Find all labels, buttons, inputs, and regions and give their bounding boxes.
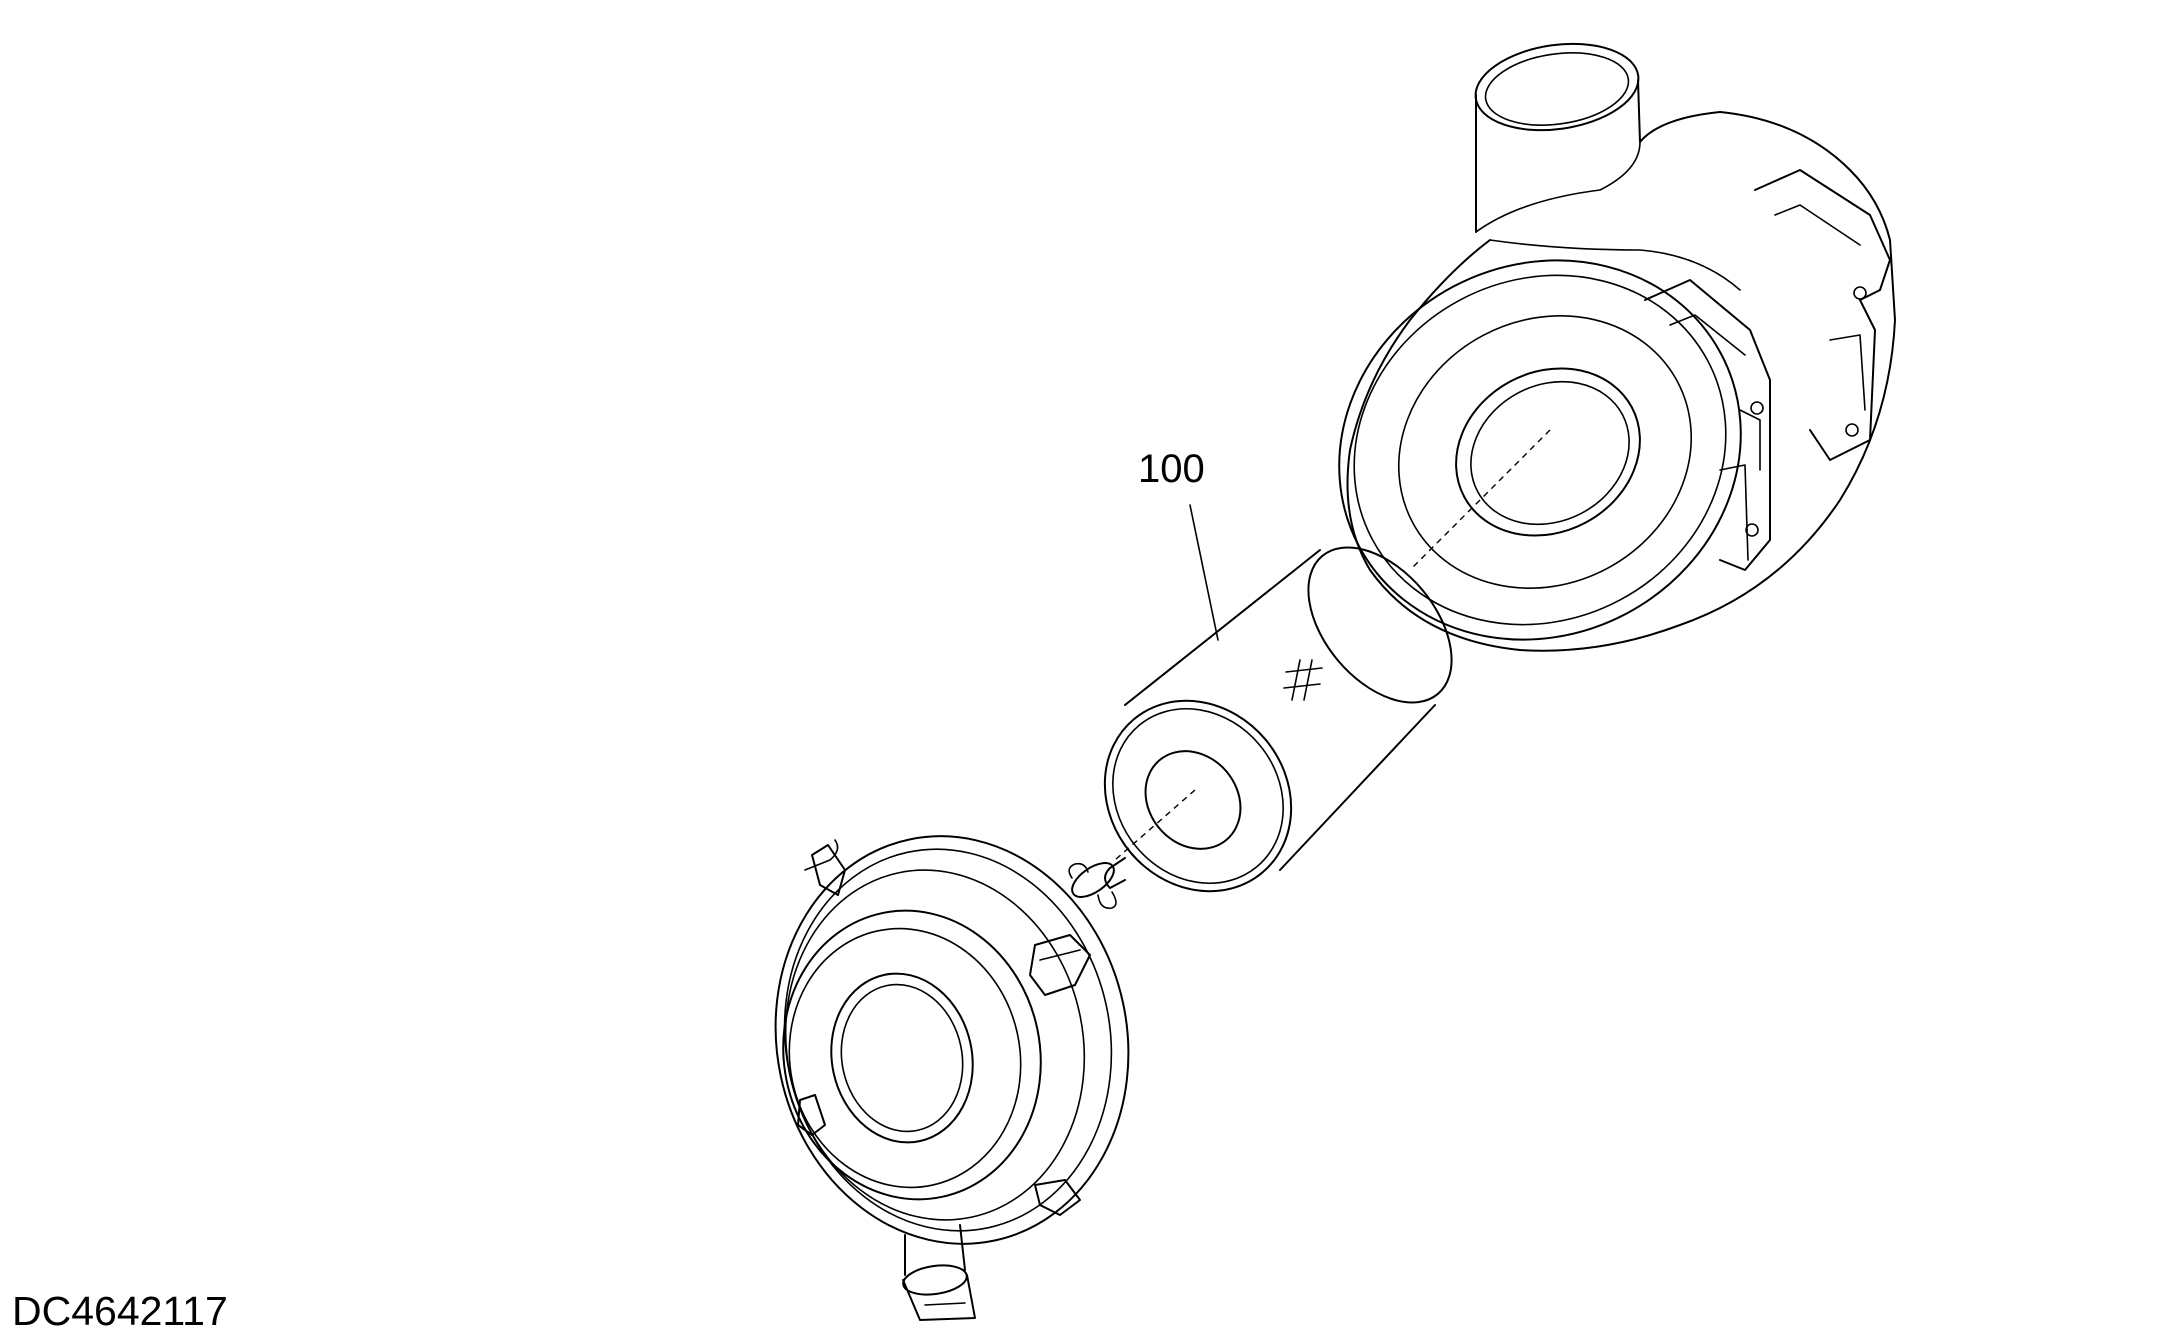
callout-leader-line: [1189, 504, 1219, 641]
filter-mark-icon: [1283, 659, 1323, 701]
filter-element: [1103, 546, 1453, 893]
housing-mounting-brackets: [1644, 169, 1891, 571]
housing-outlet-pipe: [1474, 42, 1721, 233]
drawing-code: DC4642117: [12, 1288, 228, 1334]
cover-drain-valve: [902, 1224, 976, 1321]
air-cleaner-cover: [774, 835, 1130, 1321]
part-number-callout: 100: [1138, 447, 1205, 491]
air-cleaner-housing: [1338, 42, 1896, 652]
wing-nut: [1068, 857, 1126, 910]
cover-clamps: [797, 839, 1091, 1216]
housing-inlet-face: [1338, 259, 1742, 641]
